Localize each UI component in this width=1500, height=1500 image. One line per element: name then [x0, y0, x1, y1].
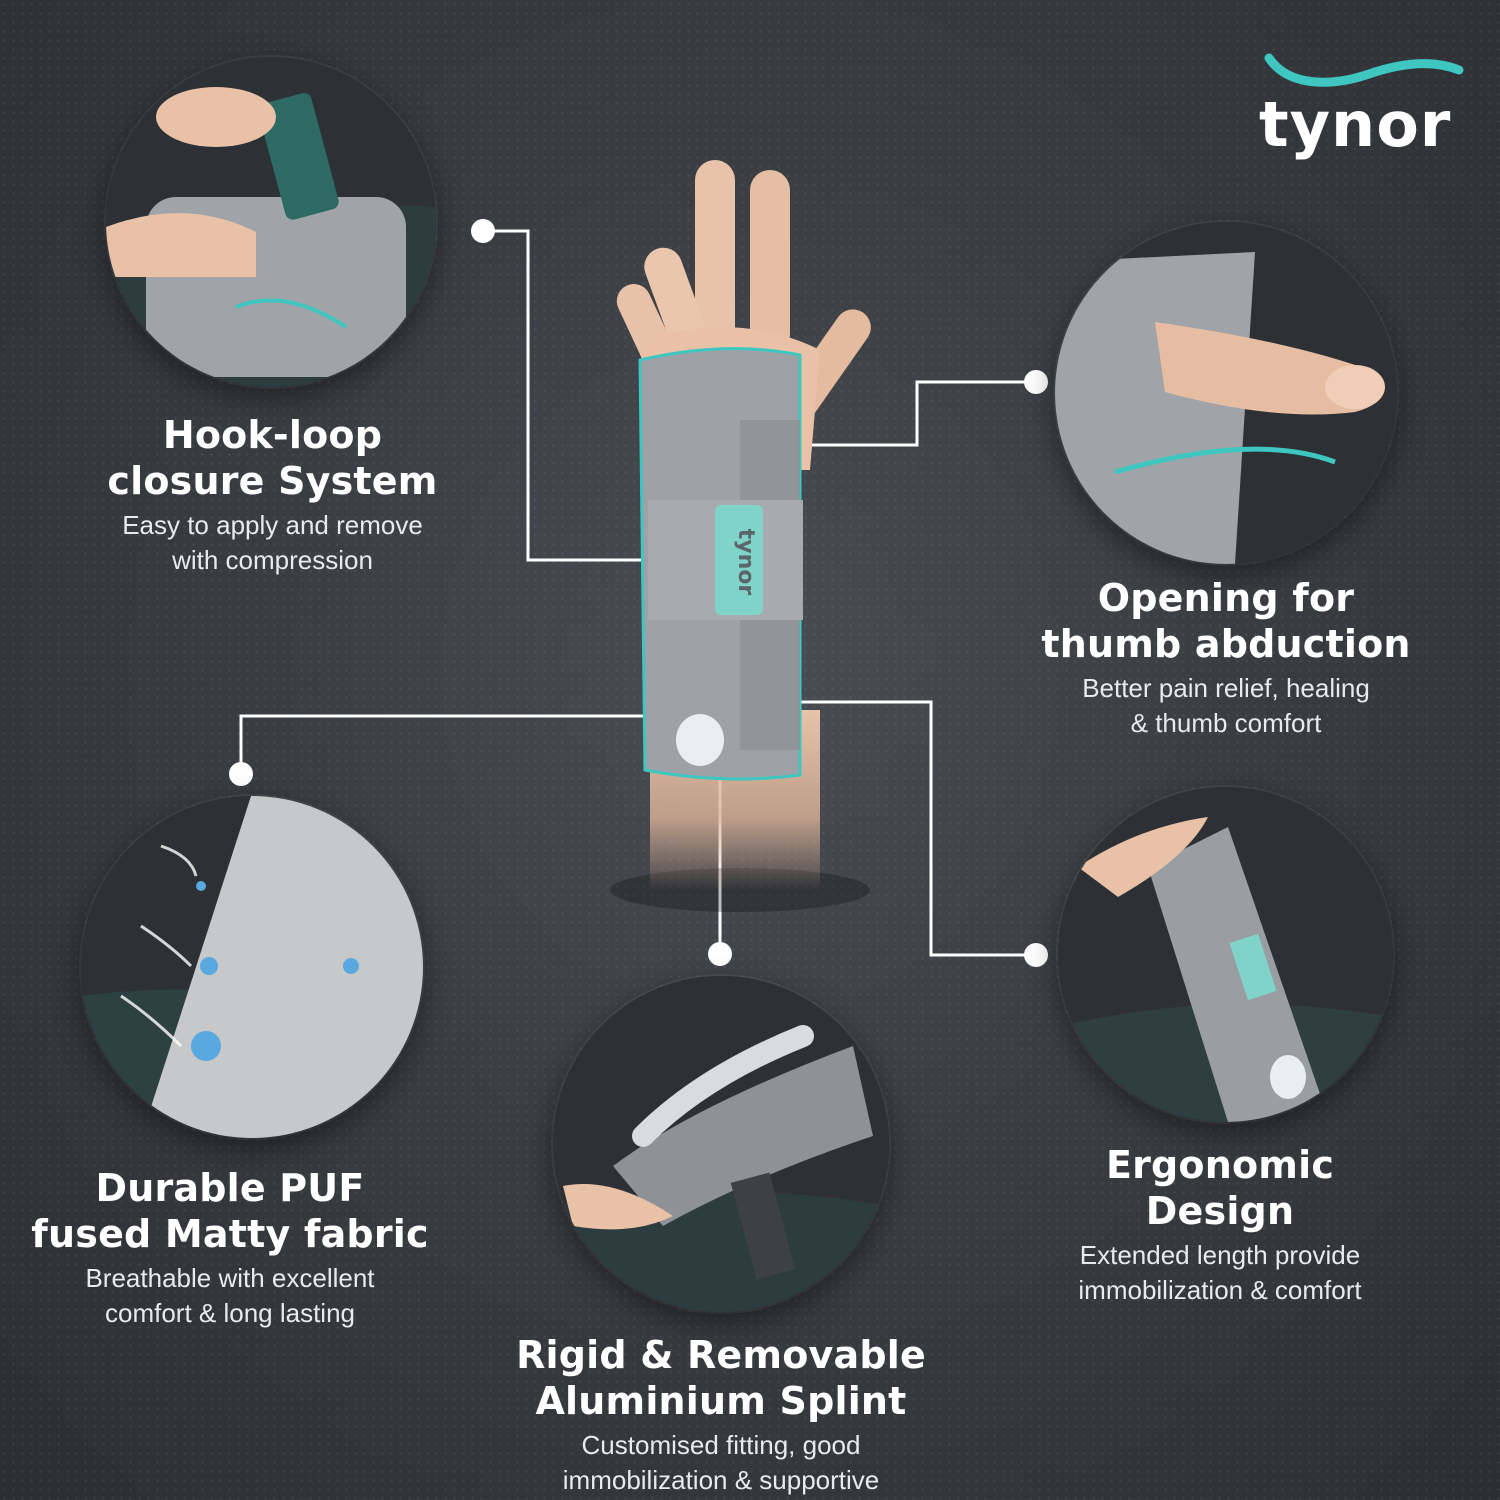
feature-title: Rigid & Removable Aluminium Splint	[516, 1333, 926, 1423]
thumb-opening-photo	[1055, 222, 1397, 564]
feature-splint: Rigid & Removable Aluminium Splint Custo…	[515, 1332, 927, 1498]
feature-description: Better pain relief, healing & thumb comf…	[1082, 673, 1370, 738]
marker-dot-hook	[471, 219, 495, 243]
marker-dot-fabric	[229, 762, 253, 786]
tynor-logo: tynor	[1244, 48, 1464, 178]
feature-hook-loop: Hook-loop closure System Easy to apply a…	[90, 412, 455, 578]
marker-dot-thumb	[1024, 370, 1048, 394]
feature-title: Opening for thumb abduction	[1041, 576, 1411, 666]
feature-title: Hook-loop closure System	[107, 413, 438, 503]
feature-description: Easy to apply and remove with compressio…	[122, 510, 423, 575]
brand-name: tynor	[1259, 88, 1452, 161]
feature-title: Durable PUF fused Matty fabric	[31, 1166, 429, 1256]
brace-label: tynor	[733, 529, 758, 596]
hero-wrist-brace-image: tynor	[560, 150, 920, 930]
aluminium-splint-photo	[553, 976, 889, 1312]
marker-dot-splint	[708, 942, 732, 966]
feature-ergonomic: Ergonomic Design Extended length provide…	[1035, 1142, 1405, 1308]
feature-description: Breathable with excellent comfort & long…	[85, 1263, 375, 1328]
feature-description: Customised fitting, good immobilization …	[562, 1430, 880, 1495]
hook-loop-photo	[106, 57, 436, 387]
feature-title: Ergonomic Design	[1105, 1143, 1335, 1233]
ergonomic-design-photo	[1058, 787, 1393, 1122]
marker-dot-ergonomic	[1024, 943, 1048, 967]
feature-fabric: Durable PUF fused Matty fabric Breathabl…	[25, 1165, 435, 1331]
feature-description: Extended length provide immobilization &…	[1078, 1240, 1362, 1305]
feature-thumb-opening: Opening for thumb abduction Better pain …	[1040, 575, 1412, 741]
fabric-closeup-photo	[81, 796, 423, 1138]
wave-icon	[1264, 53, 1464, 87]
